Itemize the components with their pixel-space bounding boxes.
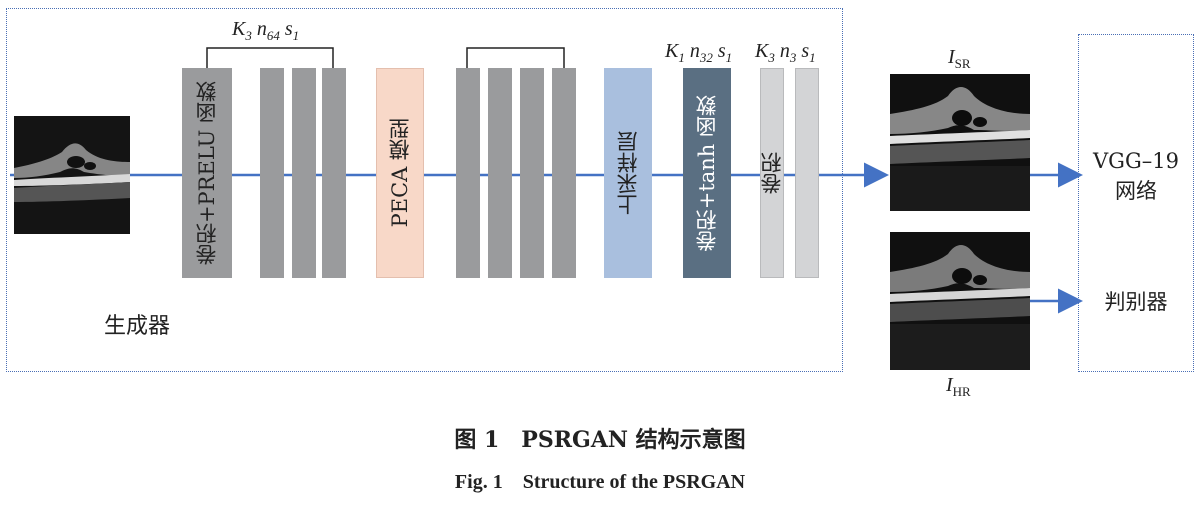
- params-label-2: K1 n32 s1: [665, 40, 733, 65]
- block-upsample: 上采样层: [604, 68, 652, 278]
- block-conv-tanh: 卷积+tanh 函数: [683, 68, 731, 278]
- block-conv-tanh-label: 卷积+tanh 函数: [695, 94, 719, 252]
- block-gray-5: [488, 68, 512, 278]
- block-gray-2: [292, 68, 316, 278]
- block-conv-final-label: 卷积: [760, 152, 784, 194]
- params-label-3: K3 n3 s1: [755, 40, 816, 65]
- discriminator-label: 判别器: [1104, 290, 1168, 314]
- hr-label: IHR: [946, 374, 971, 399]
- caption-en: Fig. 1 Structure of the PSRGAN: [454, 471, 746, 493]
- skip-bracket-1: [206, 47, 334, 68]
- block-gray-7: [552, 68, 576, 278]
- block-upsample-label: 上采样层: [616, 131, 640, 215]
- block-light-2: [795, 68, 819, 278]
- skip-bracket-2: [466, 47, 565, 68]
- block-conv-prelu-label: 卷积+PRELU 函数: [195, 80, 219, 266]
- sr-label: ISR: [948, 46, 971, 71]
- evaluator-frame: [1078, 34, 1194, 372]
- generator-label: 生成器: [104, 314, 171, 339]
- block-peca-label: PECA 模型: [388, 118, 412, 228]
- block-conv-final: 卷积: [760, 68, 784, 278]
- caption-cn: 图 1 PSRGAN 结构示意图: [454, 427, 746, 453]
- block-gray-6: [520, 68, 544, 278]
- block-peca: PECA 模型: [376, 68, 424, 278]
- input-oct-image: [14, 116, 130, 234]
- hr-oct-image: [890, 232, 1030, 370]
- params-label-1: K3 n64 s1: [232, 18, 300, 43]
- block-conv-prelu: 卷积+PRELU 函数: [182, 68, 232, 278]
- vgg-label: VGG–19 网络: [1093, 149, 1179, 203]
- sr-oct-image: [890, 74, 1030, 211]
- block-gray-3: [322, 68, 346, 278]
- block-gray-4: [456, 68, 480, 278]
- generator-frame: [6, 8, 843, 372]
- block-gray-1: [260, 68, 284, 278]
